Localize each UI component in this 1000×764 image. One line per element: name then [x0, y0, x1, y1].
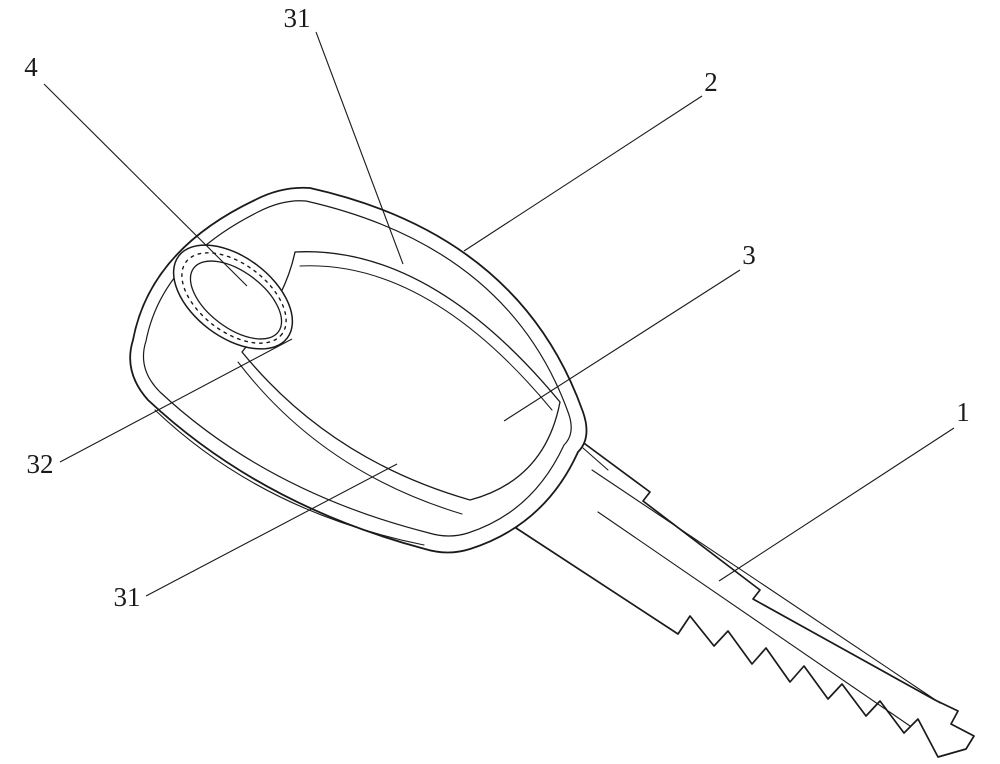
blade-groove-line-1 [591, 469, 941, 704]
keyring-hole-hatch [181, 252, 287, 344]
key-head-inner-edge [142, 200, 572, 537]
leader-line-31-bottom [145, 463, 398, 597]
leader-line-1 [718, 427, 955, 582]
key-head-outline [129, 186, 588, 554]
keyring-hole-inner [189, 260, 283, 340]
leader-line-3 [503, 269, 741, 422]
leader-line-32 [59, 338, 293, 463]
leader-line-31-top [315, 31, 404, 265]
part-label-4: 4 [24, 52, 38, 82]
part-label-32: 32 [27, 449, 54, 479]
blade-shoulder-line [582, 447, 609, 471]
blade-groove-line-2 [597, 511, 911, 727]
part-label-1: 1 [956, 397, 970, 427]
leader-line-2 [463, 95, 703, 252]
key-blade-outline [515, 437, 975, 758]
head-bottom-rim-line [154, 409, 425, 546]
part-label-2: 2 [704, 67, 718, 97]
leader-line-4 [43, 83, 248, 287]
upper-ridge-echo-line [299, 265, 553, 411]
part-label-31-top: 31 [284, 3, 311, 33]
part-label-3: 3 [742, 240, 756, 270]
part-label-31-bottom: 31 [114, 582, 141, 612]
lower-ridge-echo-line [237, 361, 463, 515]
